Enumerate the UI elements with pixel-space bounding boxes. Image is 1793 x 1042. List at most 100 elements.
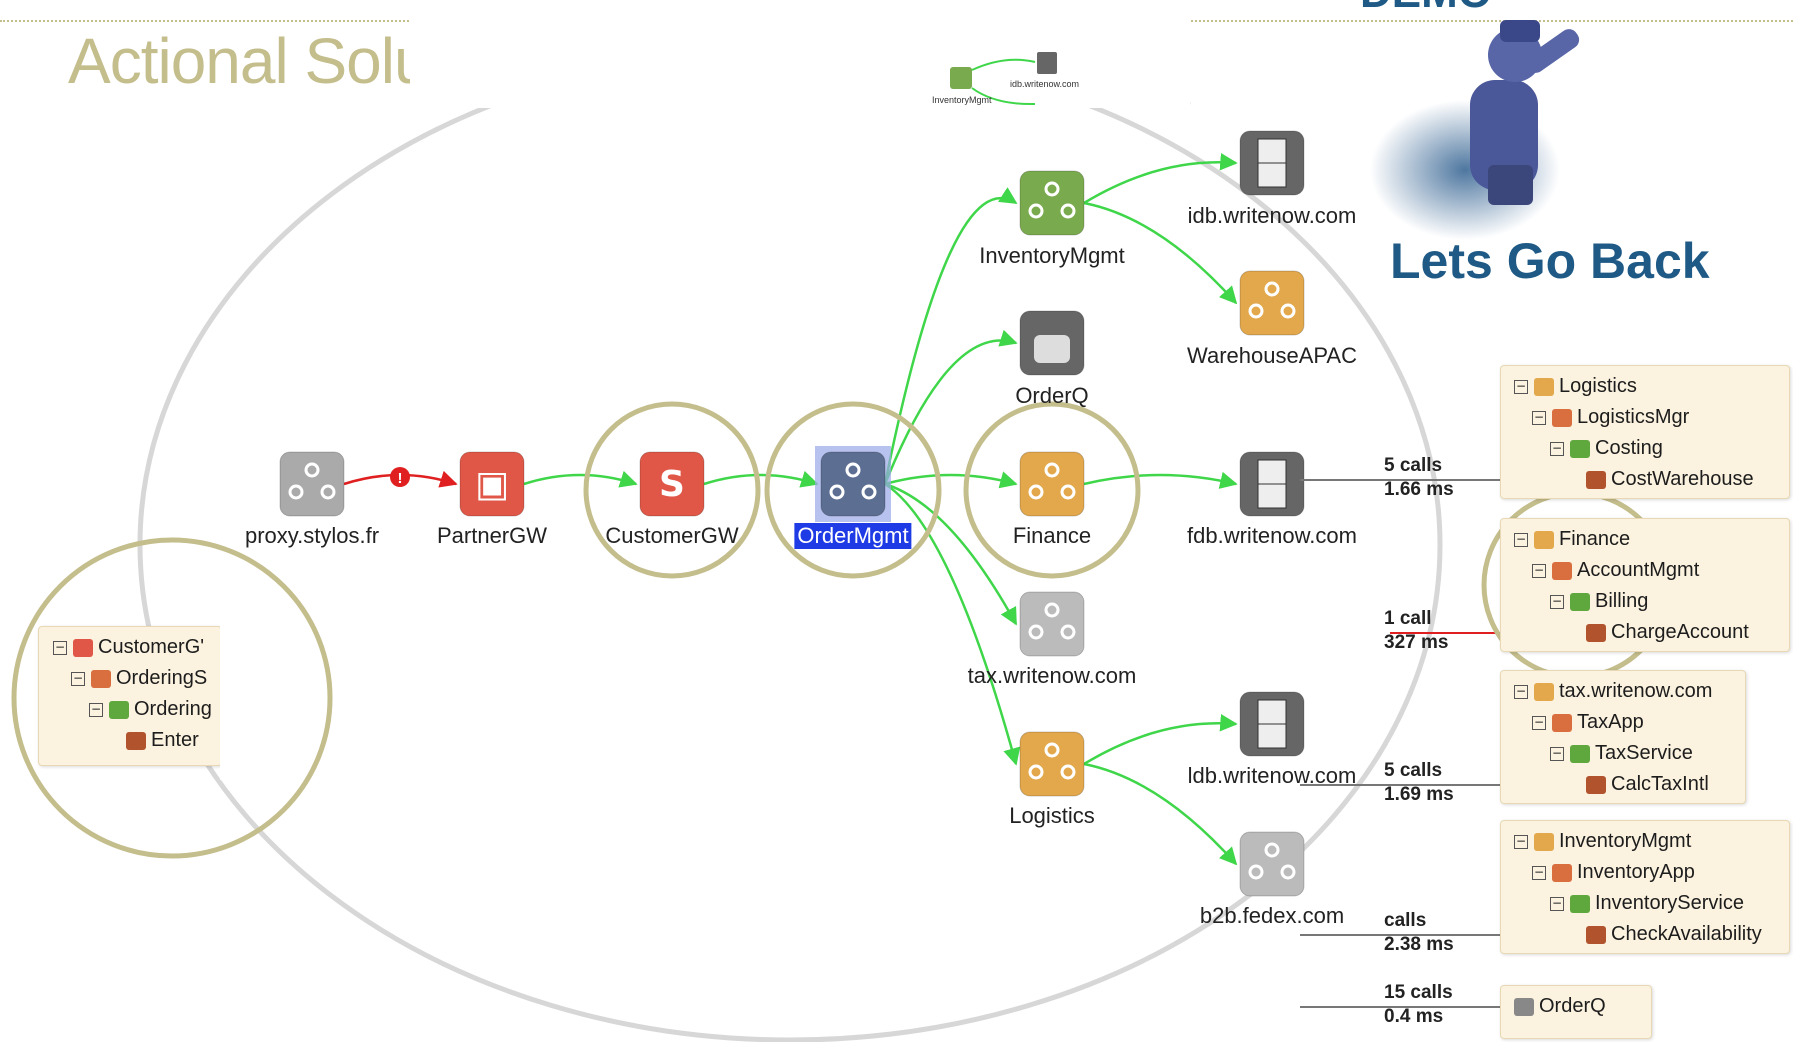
left-tree-row[interactable]: − OrderingS xyxy=(71,667,207,690)
right-tree-row[interactable]: −Billing xyxy=(1550,590,1648,613)
call-latency: 1.66 ms xyxy=(1384,479,1454,500)
left-tree-row[interactable]: − CustomerG' xyxy=(53,636,204,659)
node-tax[interactable] xyxy=(1019,591,1085,657)
node-label-fdb[interactable]: fdb.writenow.com xyxy=(1187,523,1357,548)
edge-order-inventory[interactable] xyxy=(883,187,1018,485)
collapse-toggle-icon[interactable]: − xyxy=(1532,409,1546,425)
left-tree-row[interactable]: Enter xyxy=(126,729,199,752)
edge-inventory-idb[interactable] xyxy=(1083,153,1238,205)
node-label-order[interactable]: OrderMgmt xyxy=(794,523,912,549)
collapse-toggle-icon[interactable]: − xyxy=(1550,745,1564,761)
node-label-idb[interactable]: idb.writenow.com xyxy=(1187,203,1357,228)
edge-finance-fdb[interactable] xyxy=(1083,471,1238,489)
collapse-toggle-icon[interactable]: − xyxy=(1532,714,1546,730)
right-tree-row[interactable]: CalcTaxIntl xyxy=(1586,773,1709,796)
collapse-toggle-icon[interactable]: − xyxy=(1550,895,1564,911)
node-label-partner[interactable]: PartnerGW xyxy=(436,523,548,548)
hub-icon xyxy=(1534,377,1554,396)
service-icon xyxy=(1019,591,1085,657)
edge-order-orderq[interactable] xyxy=(883,329,1018,485)
collapse-toggle-icon[interactable]: − xyxy=(1514,531,1528,547)
call-latency: 0.4 ms xyxy=(1384,1006,1444,1027)
mini-db-icon xyxy=(1037,52,1057,74)
node-fdb[interactable] xyxy=(1239,451,1305,517)
collapse-toggle-icon[interactable]: − xyxy=(1550,440,1564,456)
collapse-toggle-icon[interactable]: − xyxy=(1514,683,1528,699)
node-label-customer[interactable]: CustomerGW xyxy=(605,523,739,548)
node-label-tax[interactable]: tax.writenow.com xyxy=(967,663,1137,688)
network-dot-glyph xyxy=(1060,764,1076,780)
node-inventory[interactable] xyxy=(1019,170,1085,236)
lets-go-back-heading[interactable]: Lets Go Back xyxy=(1390,233,1710,289)
right-tree-row[interactable]: ChargeAccount xyxy=(1586,621,1749,644)
right-tree-row[interactable]: −InventoryService xyxy=(1550,892,1744,915)
collapse-toggle-icon[interactable]: − xyxy=(89,701,103,717)
network-dot-glyph xyxy=(845,462,861,478)
network-dot-glyph xyxy=(1044,602,1060,618)
right-tree-row[interactable]: CheckAvailability xyxy=(1586,923,1762,946)
node-warehouse[interactable] xyxy=(1239,270,1305,336)
collapse-toggle-icon[interactable]: − xyxy=(71,670,85,686)
node-customer[interactable]: S xyxy=(639,451,705,517)
app-grid-icon xyxy=(1552,863,1572,882)
node-label-inventory[interactable]: InventoryMgmt xyxy=(979,243,1125,268)
node-label-finance[interactable]: Finance xyxy=(1012,523,1092,548)
service-icon xyxy=(1570,592,1590,611)
node-label-fedex[interactable]: b2b.fedex.com xyxy=(1199,903,1345,928)
node-orderq[interactable] xyxy=(1019,310,1085,376)
left-tree-label: Enter xyxy=(151,729,199,751)
node-label-orderq[interactable]: OrderQ xyxy=(1015,383,1089,408)
left-tree-row[interactable]: − Ordering xyxy=(89,698,212,721)
edge-partner-customer[interactable] xyxy=(523,470,638,488)
node-label-ldb[interactable]: ldb.writenow.com xyxy=(1187,763,1357,788)
collapse-toggle-icon[interactable]: − xyxy=(1550,593,1564,609)
edge-customer-order[interactable] xyxy=(703,470,819,488)
right-tree-row[interactable]: OrderQ xyxy=(1514,995,1606,1018)
node-finance[interactable] xyxy=(1019,451,1085,517)
error-alert-icon[interactable] xyxy=(390,467,410,487)
node-label-warehouse[interactable]: WarehouseAPAC xyxy=(1187,343,1357,368)
service-icon xyxy=(1570,439,1590,458)
edge-logistics-fedex[interactable] xyxy=(1083,762,1238,866)
collapse-toggle-icon[interactable]: − xyxy=(1514,378,1528,394)
edge-inventory-warehouse[interactable] xyxy=(1083,201,1238,305)
collapse-toggle-icon[interactable]: − xyxy=(1514,833,1528,849)
right-tree-label: TaxService xyxy=(1595,742,1693,764)
collapse-toggle-icon[interactable]: − xyxy=(1532,562,1546,578)
right-tree-row[interactable]: −Finance xyxy=(1514,528,1630,551)
right-tree-row[interactable]: −InventoryMgmt xyxy=(1514,830,1691,853)
service-icon xyxy=(1019,731,1085,797)
right-tree-row[interactable]: CostWarehouse xyxy=(1586,468,1754,491)
collapse-toggle-icon[interactable]: − xyxy=(53,639,67,655)
hub-icon xyxy=(1019,170,1085,236)
service-icon xyxy=(1239,270,1305,336)
collapse-toggle-icon[interactable]: − xyxy=(1532,864,1546,880)
right-tree-label: TaxApp xyxy=(1577,711,1644,733)
right-tree-row[interactable]: − Logistics xyxy=(1514,375,1637,398)
edge-logistics-ldb[interactable] xyxy=(1083,714,1238,766)
right-tree-row[interactable]: − TaxApp xyxy=(1532,711,1644,734)
network-dot-glyph xyxy=(304,462,320,478)
node-label-proxy[interactable]: proxy.stylos.fr xyxy=(244,523,380,548)
right-tree-row[interactable]: −Costing xyxy=(1550,437,1663,460)
edge-order-logistics[interactable] xyxy=(884,482,1021,766)
right-tree-row[interactable]: −AccountMgmt xyxy=(1532,559,1699,582)
node-order[interactable] xyxy=(815,446,891,522)
node-proxy[interactable] xyxy=(279,451,345,517)
right-tree-row[interactable]: −InventoryApp xyxy=(1532,861,1695,884)
right-tree-row[interactable]: −LogisticsMgr xyxy=(1532,406,1689,429)
node-fedex[interactable] xyxy=(1239,831,1305,897)
node-idb[interactable] xyxy=(1239,130,1305,196)
network-dot-glyph xyxy=(1044,462,1060,478)
node-ldb[interactable] xyxy=(1239,691,1305,757)
right-tree-label: Logistics xyxy=(1559,375,1637,397)
node-partner[interactable]: ▣ xyxy=(459,451,525,517)
network-dot-glyph xyxy=(1044,742,1060,758)
edge-order-finance[interactable] xyxy=(884,471,1018,489)
right-tree-row[interactable]: − TaxService xyxy=(1550,742,1693,765)
node-logistics[interactable] xyxy=(1019,731,1085,797)
right-tree-row[interactable]: −tax.writenow.com xyxy=(1514,680,1712,703)
edge-order-tax[interactable] xyxy=(884,482,1018,626)
node-label-logistics[interactable]: Logistics xyxy=(1009,803,1095,828)
